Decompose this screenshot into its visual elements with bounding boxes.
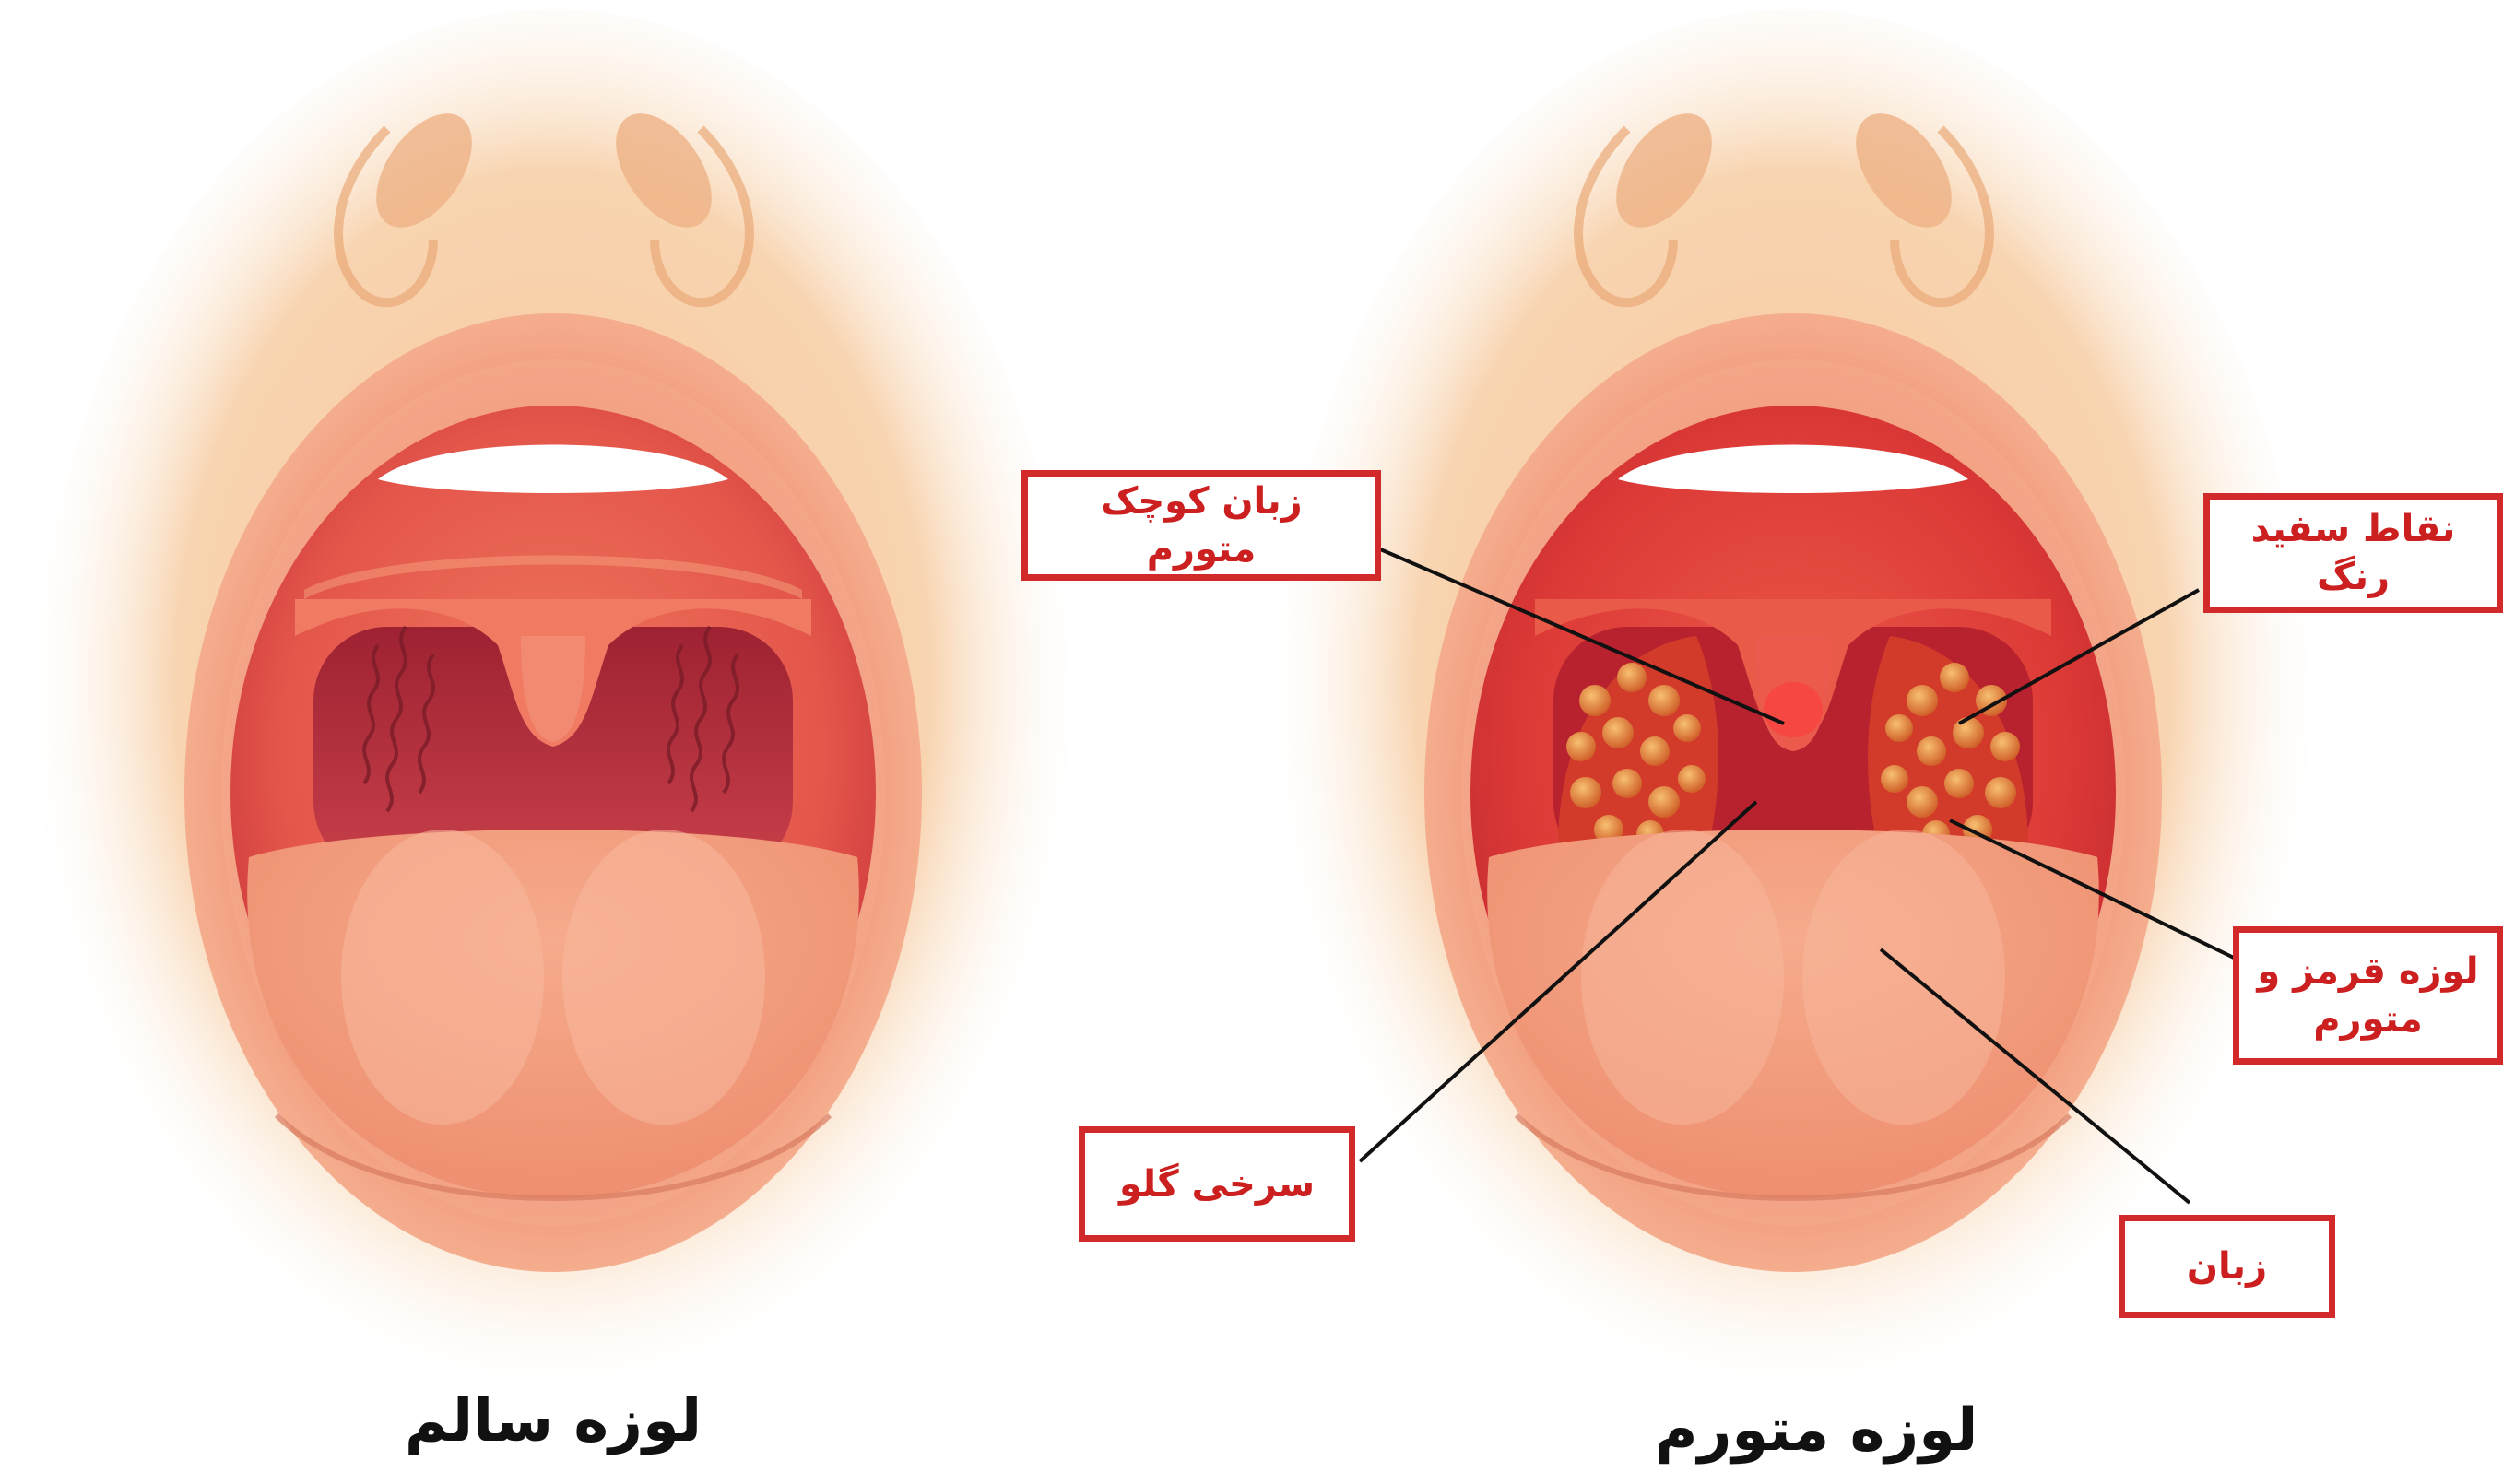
caption-healthy: لوزه سالم [369,1387,738,1455]
caption-inflamed: لوزه متورم [1632,1396,2001,1465]
label-red-throat: سرخی گلو [1079,1126,1355,1242]
label-white-spots: نقاط سفید رنگ [2203,493,2503,613]
healthy-mouth [37,9,1069,1410]
inflamed-mouth [1277,9,2309,1410]
label-red-swollen-tonsil: لوزه قرمز و متورم [2233,926,2503,1065]
label-swollen-uvula: زبان کوچک متورم [1021,470,1381,581]
label-tongue: زبان [2119,1215,2335,1318]
